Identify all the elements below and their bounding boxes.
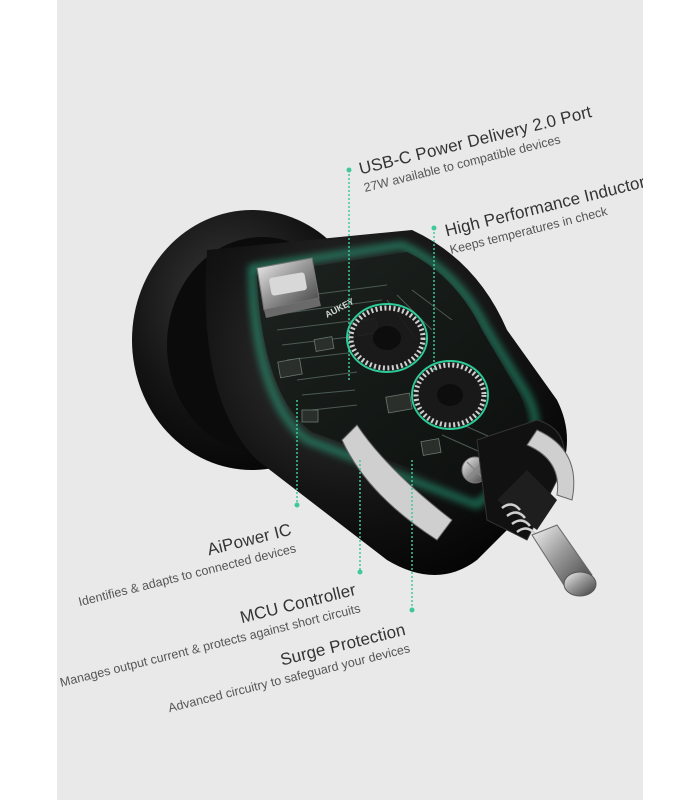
spring-housing (497, 470, 557, 530)
contact-tip (531, 524, 597, 597)
inductor-coil-1 (346, 303, 428, 373)
inductor-coil-2 (411, 360, 489, 430)
leader-lines (296, 170, 435, 610)
product-panel: AUKEY (57, 0, 643, 800)
contact-spring (501, 503, 536, 535)
usb-c-port (256, 257, 321, 318)
car-charger-cutaway: AUKEY (132, 167, 597, 613)
leader-dots (294, 167, 437, 613)
side-clip-left (341, 424, 453, 541)
side-clip-right (526, 429, 575, 501)
